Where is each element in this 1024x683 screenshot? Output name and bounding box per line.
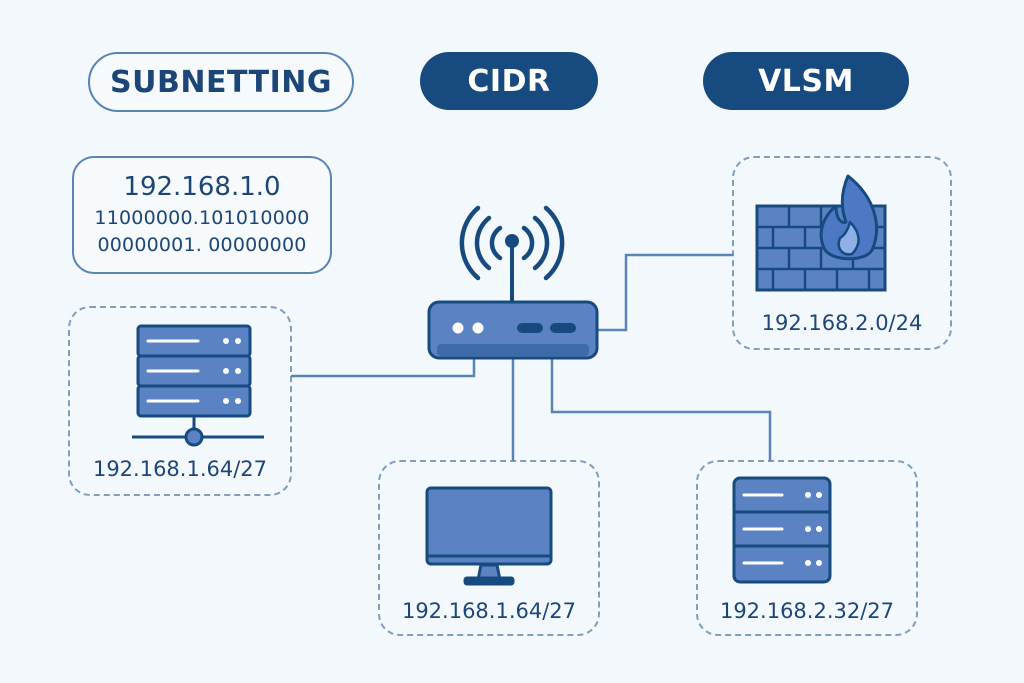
tag-subnetting: SUBNETTING [88, 52, 354, 112]
tag-vlsm: VLSM [703, 52, 909, 110]
tag-cidr: CIDR [420, 52, 598, 110]
node-frame-server-left [68, 306, 292, 496]
server-left-label: 192.168.1.64/27 [92, 457, 268, 481]
wifi-router-icon [427, 205, 599, 360]
firewall-icon [755, 174, 887, 292]
node-frame-firewall [732, 156, 952, 350]
server-right-icon [732, 476, 832, 584]
binary-line-1: 11000000.101010000 [94, 207, 310, 229]
link-router-server-left [290, 358, 476, 378]
node-frame-computer [378, 460, 600, 636]
server-right-label: 192.168.2.32/27 [719, 599, 895, 623]
computer-label: 192.168.1.64/27 [401, 599, 577, 623]
node-frame-server-right [696, 460, 918, 636]
ip-address: 192.168.1.0 [123, 172, 281, 202]
server-left-icon [132, 324, 264, 447]
link-router-server-right [550, 358, 772, 462]
flame-icon [819, 174, 879, 261]
link-router-firewall [596, 253, 734, 332]
firewall-label: 192.168.2.0/24 [761, 311, 923, 335]
computer-icon [425, 486, 553, 586]
ip-binary-box: 192.168.1.0 11000000.101010000 00000001.… [72, 156, 332, 274]
binary-line-2: 00000001. 00000000 [97, 234, 307, 256]
